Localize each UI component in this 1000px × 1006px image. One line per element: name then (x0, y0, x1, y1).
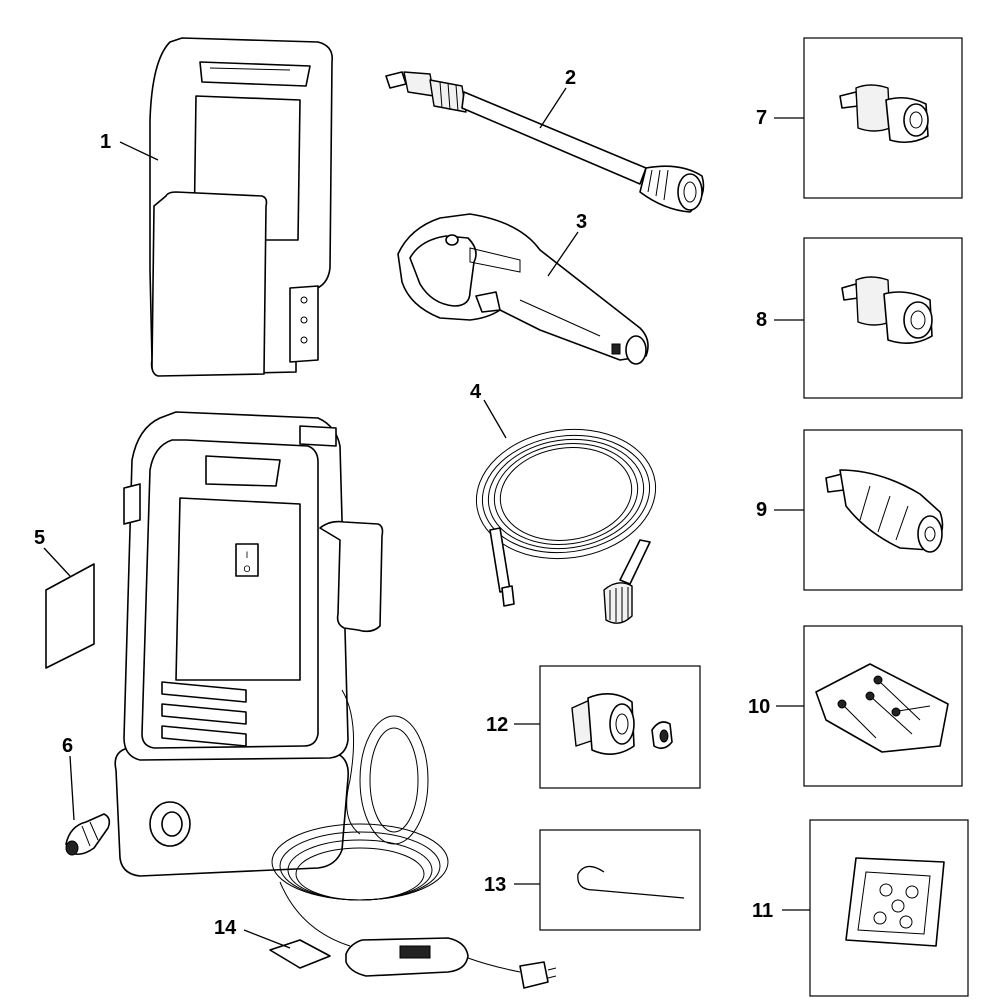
part-14-power-cord (269, 823, 557, 989)
callout-14: 14 (214, 917, 237, 939)
part-13-box (539, 829, 701, 931)
part-2-spray-lance (385, 71, 705, 213)
part-6-nozzle (65, 813, 111, 856)
callout-11: 11 (752, 900, 773, 922)
callout-12: 12 (486, 714, 508, 736)
switch-off-label: O (243, 564, 250, 574)
callout-4: 4 (470, 381, 482, 403)
callout-1: 1 (100, 131, 111, 153)
callout-numbers: 1 2 3 4 5 6 7 8 9 10 11 12 13 14 (34, 67, 773, 939)
callout-10: 10 (748, 696, 770, 718)
part-1-front-cover (149, 37, 334, 377)
callout-6: 6 (62, 735, 73, 757)
callout-7: 7 (756, 107, 767, 129)
part-7-box (803, 37, 963, 199)
part-9-box (803, 429, 963, 591)
part-4-high-pressure-hose (475, 428, 657, 624)
part-5-manual-sheet (45, 563, 95, 669)
part-12-box (539, 665, 701, 789)
switch-on-label: I (246, 550, 249, 560)
leader-lines (43, 87, 810, 949)
callout-5: 5 (34, 527, 45, 549)
callout-2: 2 (565, 67, 576, 89)
part-3-trigger-gun (397, 213, 649, 365)
callout-13: 13 (484, 874, 506, 896)
main-unit-pressure-washer: I O (114, 411, 429, 877)
callout-3: 3 (576, 211, 587, 233)
callout-9: 9 (756, 499, 767, 521)
callout-8: 8 (756, 309, 767, 331)
part-10-box (803, 625, 963, 787)
part-8-box (803, 237, 963, 399)
part-11-box (809, 819, 969, 997)
